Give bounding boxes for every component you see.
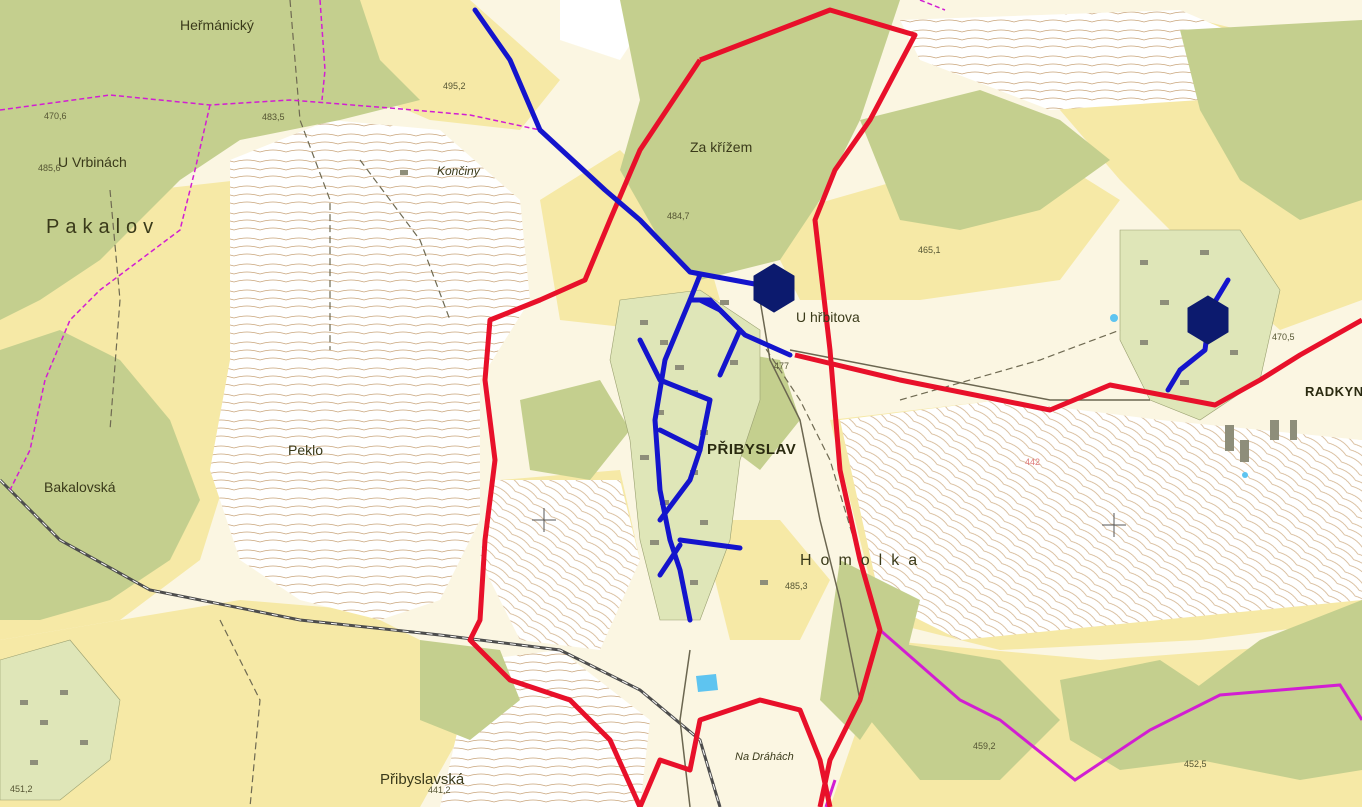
elevation-label: 470,5: [1272, 332, 1295, 342]
pond-small: [1110, 314, 1118, 322]
label-za-krizem: Za křížem: [690, 139, 753, 155]
label-radkyne: RADKYNĚ: [1305, 384, 1362, 399]
label-koncine: Končiny: [437, 164, 480, 178]
water-network: [472, 7, 1231, 623]
forest-layer: [0, 0, 1362, 780]
water-tank-icon[interactable]: [753, 263, 795, 313]
label-na-drahach: Na Dráhách: [735, 751, 794, 763]
elevation-label: 495,2: [443, 81, 466, 91]
red-boundary: [467, 7, 1362, 807]
elevation-label: 441,2: [428, 785, 451, 795]
elevation-label: 484,7: [667, 211, 690, 221]
elevation-label: 477: [774, 361, 790, 371]
elevation-label: 470,6: [44, 111, 67, 121]
elevation-label: 451,2: [10, 784, 33, 794]
label-peklo: Peklo: [288, 442, 324, 458]
elevation-label: 485,3: [785, 581, 808, 591]
label-u-hrbitova: U hřbitova: [796, 309, 860, 325]
elevation-label-contour: 442: [1025, 457, 1041, 467]
label-u-vrbinach: U Vrbinách: [58, 154, 127, 170]
elevation-marks: [532, 508, 1126, 537]
pond: [696, 674, 718, 692]
label-pribyslavska: Přibyslavská: [380, 771, 465, 788]
pond-small-2: [1242, 472, 1248, 478]
water-tank-icon-radkyne[interactable]: [1187, 295, 1229, 345]
label-hermanicky: Heřmánický: [180, 17, 254, 33]
label-pakalov: Pakalov: [46, 216, 160, 238]
elevation-label: 465,1: [918, 245, 941, 255]
elevation-label: 452,5: [1184, 759, 1207, 769]
label-homolka: Homolka: [800, 552, 927, 569]
elevation-label: 483,5: [262, 112, 285, 122]
label-bakalovska: Bakalovská: [44, 479, 116, 495]
elevation-label: 459,2: [973, 741, 996, 751]
label-pribyslav: PŘIBYSLAV: [707, 441, 797, 458]
elevation-label: 485,6: [38, 163, 61, 173]
roads-layer: [109, 0, 1121, 807]
main-road: [679, 299, 1150, 807]
